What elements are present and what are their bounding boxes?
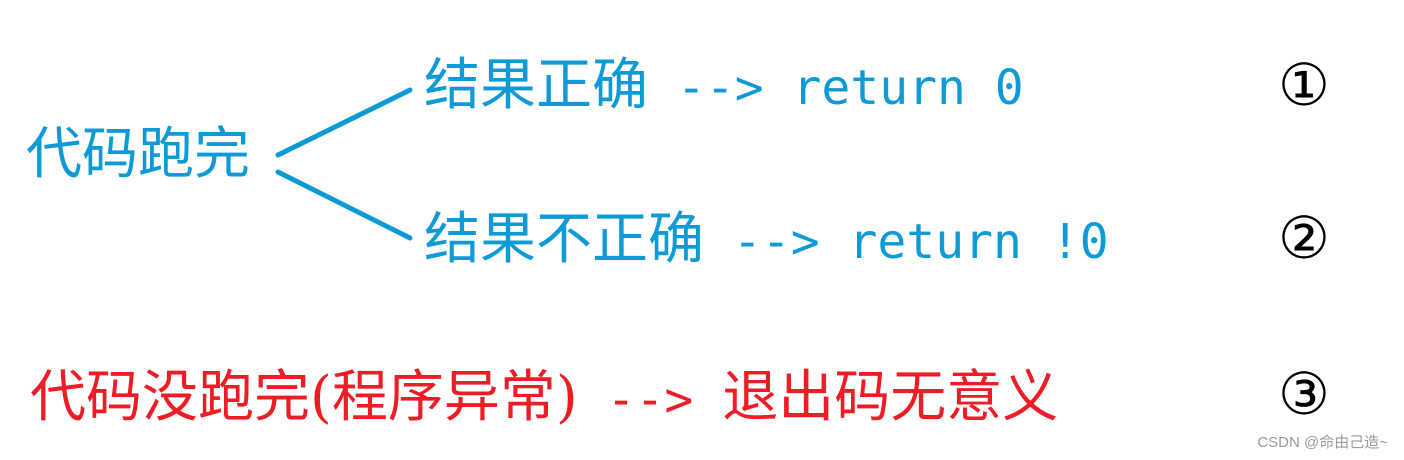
branch-correct-condition: 结果正确 — [424, 53, 648, 118]
branch-incorrect-condition: 结果不正确 — [424, 207, 704, 272]
connector-to-incorrect — [275, 169, 413, 241]
branch-incorrect-result: 结果不正确 --> return !0 — [424, 212, 1109, 268]
abnormal-condition: 代码没跑完(程序异常) — [30, 365, 578, 430]
marker-two: ② — [1278, 204, 1330, 272]
branch-correct-code: return 0 — [792, 60, 1024, 116]
root-node-code-finished: 代码跑完 — [26, 122, 250, 187]
branch-correct-arrow: --> — [648, 60, 793, 116]
marker-three: ③ — [1278, 360, 1330, 428]
branch-incorrect-arrow: --> — [704, 214, 849, 270]
abnormal-exit-line: 代码没跑完(程序异常) --> 退出码无意义 — [30, 370, 1058, 426]
branch-correct-result: 结果正确 --> return 0 — [424, 58, 1024, 114]
abnormal-result: 退出码无意义 — [722, 365, 1059, 430]
connector-to-correct — [275, 87, 413, 158]
abnormal-arrow: --> — [577, 372, 723, 428]
marker-one: ① — [1278, 51, 1330, 119]
watermark: CSDN @命由己造~ — [1257, 434, 1388, 451]
branch-incorrect-code: return !0 — [848, 214, 1109, 270]
